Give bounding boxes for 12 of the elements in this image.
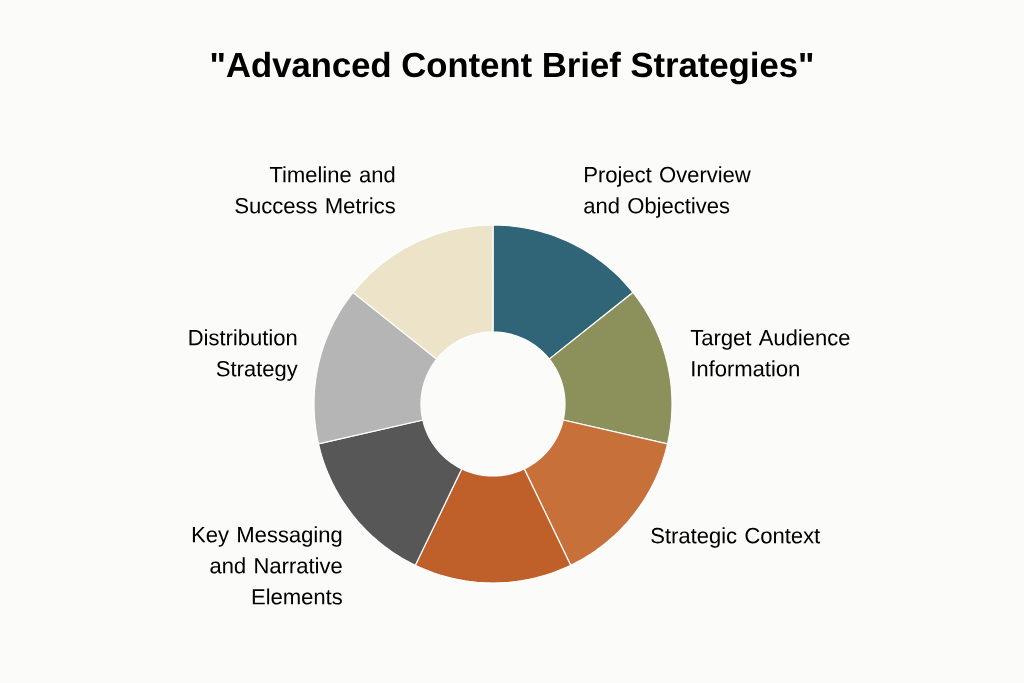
donut-segment [492, 224, 634, 360]
segment-label: Key Messaging and Narrative Elements [192, 526, 342, 605]
segment-label: Project Overview and Objectives [584, 166, 751, 218]
segment-label: Timeline and Success Metrics [235, 166, 395, 214]
segment-label: Distribution Strategy [189, 329, 298, 381]
segment-label: Strategic Context [651, 527, 821, 548]
donut-segment [313, 291, 438, 445]
segment-label: Target Audience Information [690, 329, 850, 377]
donut-segment [414, 468, 572, 584]
title: "Advanced Content Brief Strategies" [211, 51, 813, 85]
donut-segment [352, 224, 494, 360]
donut-segment [548, 291, 673, 445]
